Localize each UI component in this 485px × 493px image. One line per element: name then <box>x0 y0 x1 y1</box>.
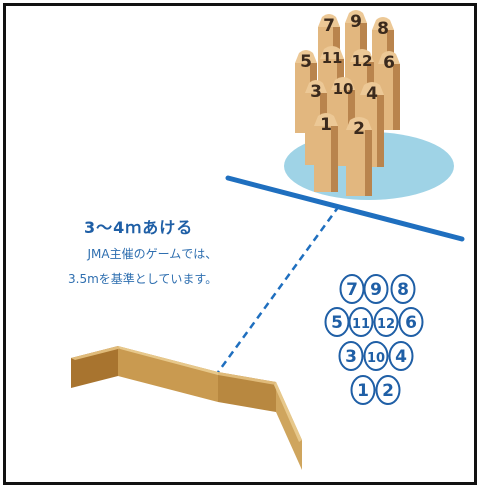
diagram-pin-number-6: 6 <box>405 313 417 333</box>
pin-number-11: 11 <box>322 49 343 67</box>
pin-number-4: 4 <box>366 84 378 104</box>
diagram-pin-10: 10 <box>363 341 389 371</box>
diagram-pin-number-1: 1 <box>357 381 369 401</box>
diagram-pin-number-5: 5 <box>331 313 343 333</box>
diagram-pin-number-2: 2 <box>382 381 394 401</box>
pin-number-1: 1 <box>320 115 332 135</box>
diagram-pin-5: 5 <box>324 307 350 337</box>
diagram-pin-2: 2 <box>375 375 401 405</box>
pin-number-8: 8 <box>377 19 389 39</box>
diagram-pin-number-10: 10 <box>367 351 385 366</box>
diagram-pin-7: 7 <box>339 274 365 304</box>
pin-number-2: 2 <box>353 119 365 139</box>
diagram-pin-11: 11 <box>348 307 374 337</box>
pin-number-5: 5 <box>300 52 312 72</box>
diagram-pin-9: 9 <box>363 274 389 304</box>
diagram-pin-12: 12 <box>373 307 399 337</box>
pin-1: 1 <box>314 113 338 192</box>
wooden-board <box>71 346 302 470</box>
diagram-pin-1: 1 <box>350 375 376 405</box>
diagram-pin-number-4: 4 <box>395 347 407 367</box>
distance-caption-title: 3～4ｍあける <box>84 218 194 237</box>
diagram-pin-number-8: 8 <box>397 280 409 300</box>
distance-caption-body: JMA主催のゲームでは、 3.5mを基準としています。 <box>68 242 217 292</box>
caption-line-1: JMA主催のゲームでは、 <box>87 247 218 261</box>
diagram-pin-number-7: 7 <box>346 280 358 300</box>
diagram-pin-6: 6 <box>398 307 424 337</box>
pin-2: 2 <box>346 117 372 196</box>
diagram-pin-8: 8 <box>390 274 416 304</box>
throw-line <box>225 175 465 242</box>
diagram-pin-number-11: 11 <box>352 317 370 332</box>
pin-number-12: 12 <box>352 52 373 70</box>
distance-line <box>214 205 341 376</box>
pin-number-9: 9 <box>350 12 362 32</box>
pin-number-7: 7 <box>323 16 335 36</box>
diagram-pin-number-3: 3 <box>345 347 357 367</box>
caption-line-2: 3.5mを基準としています。 <box>68 272 218 286</box>
pin-number-6: 6 <box>383 53 395 73</box>
diagram-pin-3: 3 <box>338 341 364 371</box>
diagram-pin-4: 4 <box>388 341 414 371</box>
pin-number-10: 10 <box>333 80 354 98</box>
diagram-pin-number-12: 12 <box>377 317 395 332</box>
pin-number-3: 3 <box>310 82 322 102</box>
diagram-pin-number-9: 9 <box>370 280 382 300</box>
